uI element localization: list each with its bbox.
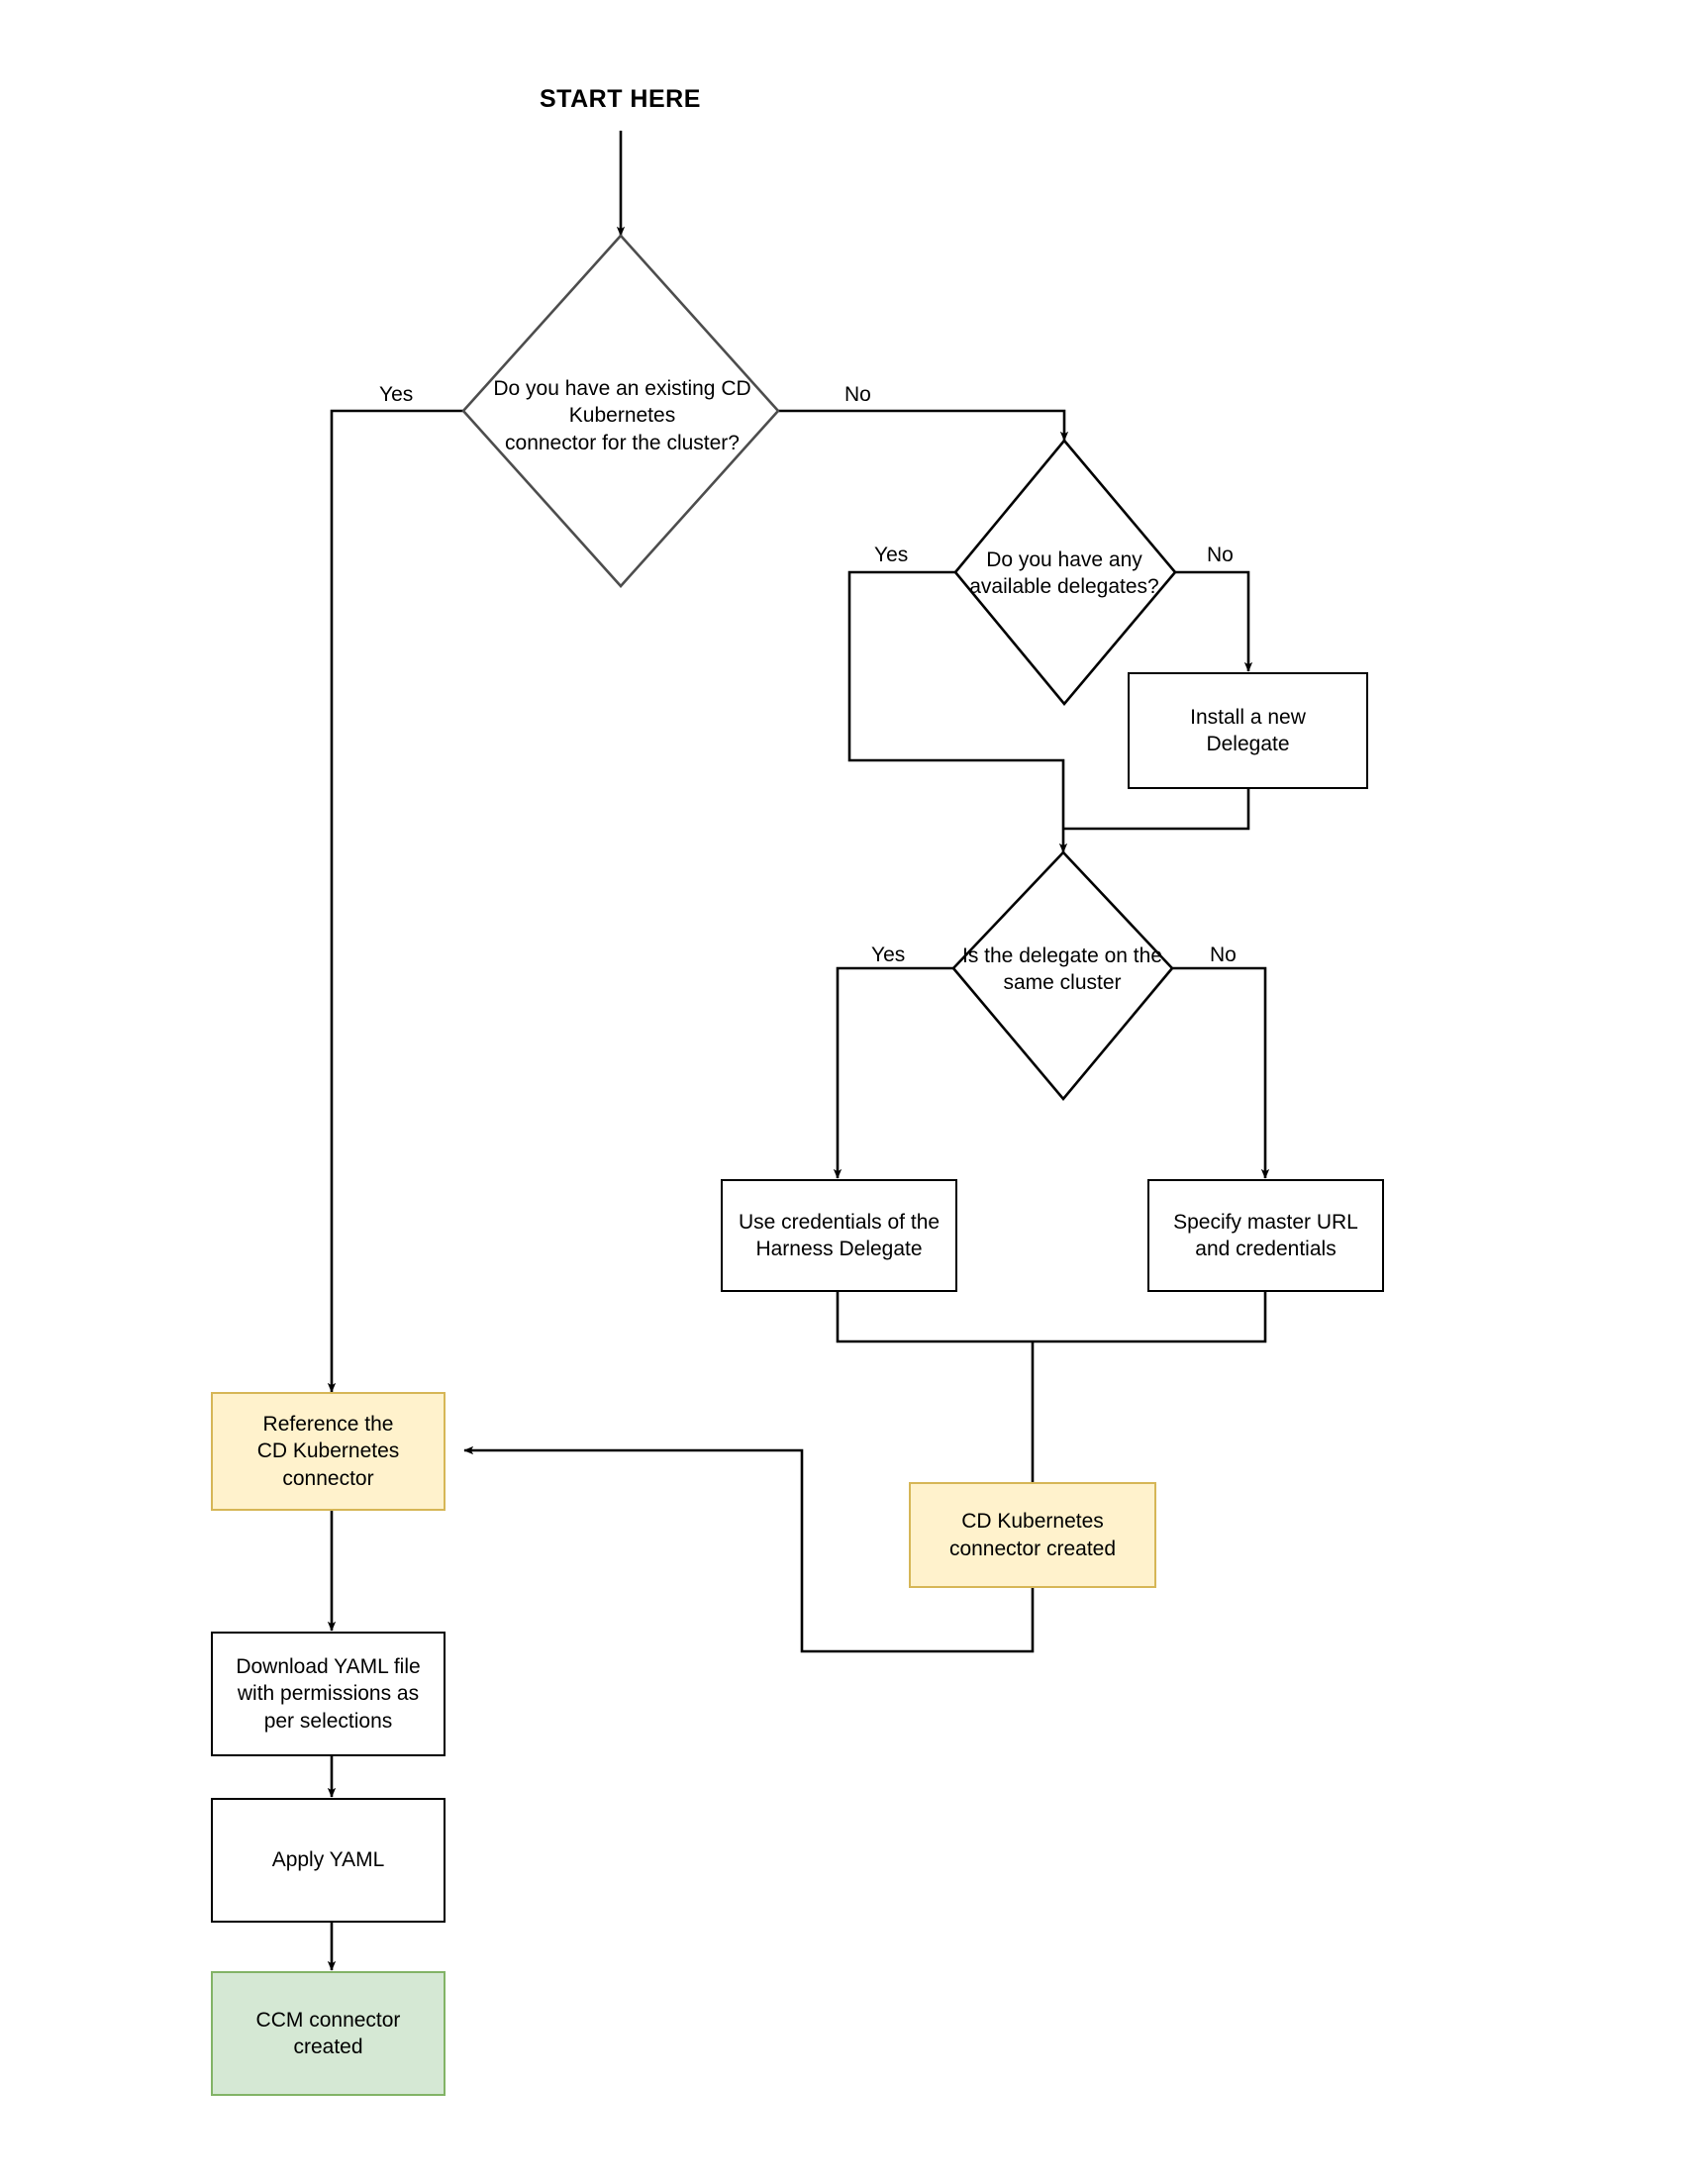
edge-install-to-merge xyxy=(1063,787,1250,831)
node-ccm-connector-created[interactable]: CCM connector created xyxy=(211,1971,446,2096)
node-download-yaml-file[interactable]: Download YAML file with permissions as p… xyxy=(211,1632,446,1756)
decision-available-delegates: Do you have any available delegates? xyxy=(969,547,1159,598)
start-here-title: START HERE xyxy=(540,85,701,113)
edge-usecreds-to-join xyxy=(836,1290,1033,1343)
node-cd-kubernetes-connector-created[interactable]: CD Kubernetes connector created xyxy=(909,1482,1156,1588)
edge-d1-yes-to-reference xyxy=(327,409,463,1393)
node-reference-cd-kubernetes-connector[interactable]: Reference the CD Kubernetes connector xyxy=(211,1392,446,1511)
edge-specify-to-join xyxy=(1033,1290,1267,1343)
decision-shape-d3 xyxy=(951,850,1174,1102)
edge-d3-yes-to-usecreds xyxy=(833,966,953,1179)
decision-shape-d1 xyxy=(461,234,780,588)
edge-d1-no-to-d2 xyxy=(778,409,1069,442)
edge-d3-no-to-specify xyxy=(1172,966,1270,1179)
edge-label-d1-no: No xyxy=(844,383,871,406)
edge-label-d2-yes: Yes xyxy=(874,544,909,566)
decision-delegate-same-cluster: Is the delegate on the same cluster xyxy=(962,943,1162,994)
node-install-new-delegate[interactable]: Install a new Delegate xyxy=(1128,672,1368,789)
edge-label-d3-no: No xyxy=(1210,943,1237,966)
edge-d2-no-to-install xyxy=(1175,570,1253,672)
edge-d2-yes-to-merge xyxy=(847,570,1068,853)
decision-shape-d2 xyxy=(953,438,1177,707)
edge-label-d1-yes: Yes xyxy=(379,383,414,406)
edge-label-d3-yes: Yes xyxy=(871,943,906,966)
node-apply-yaml[interactable]: Apply YAML xyxy=(211,1798,446,1923)
node-specify-master-url[interactable]: Specify master URL and credentials xyxy=(1147,1179,1384,1292)
decision-existing-cd-connector: Do you have an existing CD Kubernetes co… xyxy=(493,377,751,454)
edge-label-d2-no: No xyxy=(1207,544,1234,566)
node-use-credentials-harness-delegate[interactable]: Use credentials of the Harness Delegate xyxy=(721,1179,957,1292)
